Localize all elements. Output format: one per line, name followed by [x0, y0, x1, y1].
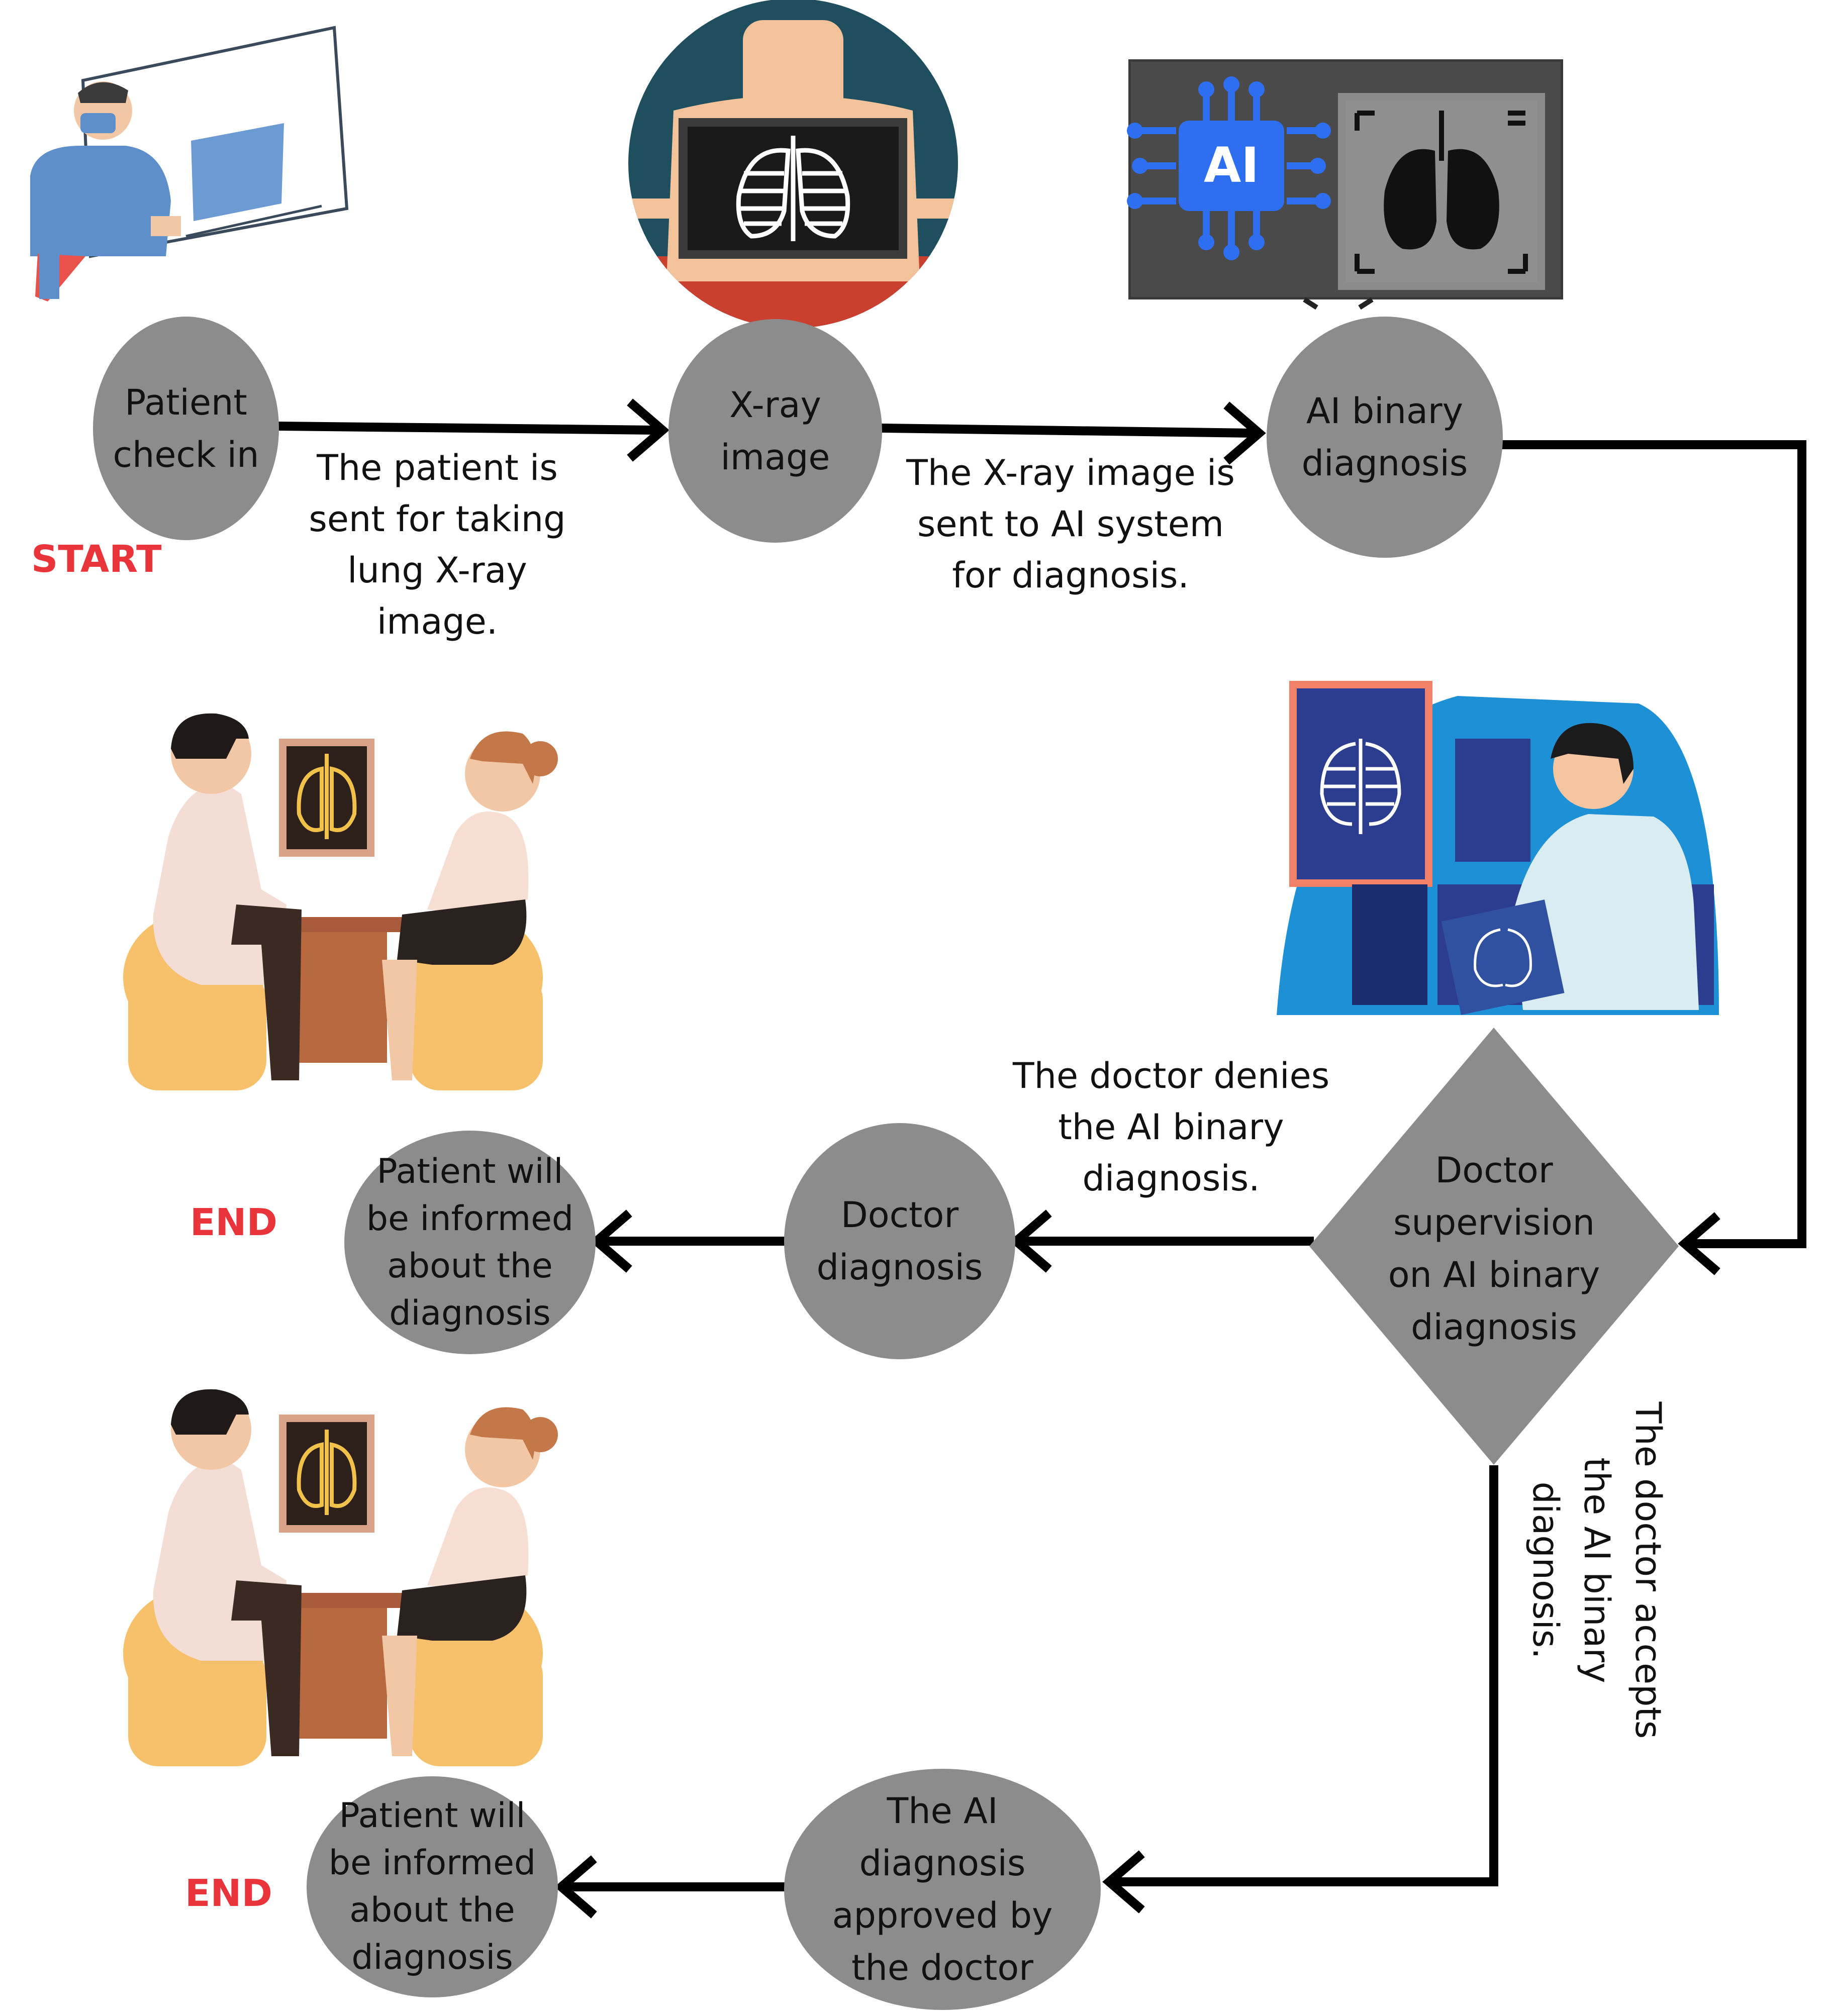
arrow-ai-to-supervision-head [1678, 1212, 1720, 1275]
end-marker-2: END [185, 1872, 272, 1915]
node-doctor-diagnosis-label: Doctor diagnosis [816, 1194, 983, 1288]
arrow-supervision-to-doctor-diagnosis-head [1009, 1209, 1052, 1273]
node-patient-informed-2: Patient will be informed about the diagn… [307, 1776, 558, 1997]
node-ai-binary-diagnosis-label: AI binary diagnosis [1301, 390, 1468, 484]
arrow-xray-to-ai-head [1223, 401, 1266, 465]
start-marker: START [31, 538, 162, 581]
arrow-checkin-to-xray [274, 421, 663, 435]
node-xray-image: X-ray image [668, 319, 882, 543]
arrow-xray-to-ai [880, 423, 1259, 438]
arrow-checkin-to-xray-head [627, 398, 669, 462]
ai-chip-text: AI [1204, 137, 1259, 193]
edge-label-checkin-to-xray: The patient is sent for taking lung X-ra… [309, 447, 566, 642]
arrow-supervision-to-approved-head [1102, 1850, 1145, 1913]
node-doctor-diagnosis: Doctor diagnosis [784, 1123, 1015, 1359]
arrow-ai-to-supervision [1496, 440, 1806, 1248]
node-ai-binary-diagnosis: AI binary diagnosis [1267, 317, 1503, 558]
edge-label-supervision-accepts: The doctor accepts the AI binary diagnos… [1525, 1401, 1669, 1739]
node-patient-check-in: Patient check in [93, 317, 279, 540]
node-doctor-supervision: Doctor supervision on AI binary diagnosi… [1357, 1118, 1631, 1379]
node-patient-check-in-label: Patient check in [113, 381, 259, 475]
node-doctor-supervision-label: Doctor supervision on AI binary diagnosi… [1388, 1150, 1600, 1348]
edge-label-supervision-denies: The doctor denies the AI binary diagnosi… [1012, 1055, 1330, 1199]
node-patient-informed-2-label: Patient will be informed about the diagn… [328, 1796, 536, 1977]
node-ai-approved-label: The AI diagnosis approved by the doctor [832, 1790, 1053, 1988]
arrow-doctor-diagnosis-to-informed-head [590, 1209, 632, 1273]
arrow-approved-to-informed-head [554, 1855, 597, 1919]
edge-label-xray-to-ai: The X-ray image is sent to AI system for… [906, 452, 1235, 596]
node-patient-informed-1: Patient will be informed about the diagn… [344, 1131, 596, 1354]
end-marker-1: END [190, 1201, 277, 1244]
node-patient-informed-1-label: Patient will be informed about the diagn… [366, 1151, 574, 1333]
node-xray-image-label: X-ray image [720, 384, 830, 478]
node-ai-approved: The AI diagnosis approved by the doctor [784, 1769, 1101, 2010]
arrow-supervision-to-approved [1109, 1465, 1498, 1886]
